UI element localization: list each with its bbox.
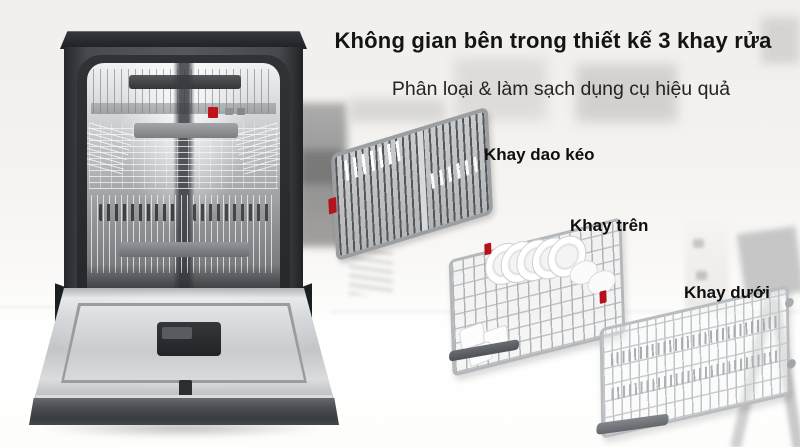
lower-tray-basket [596,284,796,440]
dishwasher-photo [0,0,360,447]
background-cup-blur-2 [696,271,707,280]
open-door-inner-panel [34,288,334,400]
label-cutlery-tray: Khay dao kéo [484,145,595,164]
door-front-edge [29,398,339,425]
rack-tag-1 [225,108,233,115]
upper-rack-handle [134,123,238,138]
cutlery-tray-red-clip [328,196,337,215]
dishwasher-top-panel [60,31,307,49]
lower-rack-handle [119,242,249,257]
lower-rack-tines-left [99,204,179,221]
detergent-dispenser [157,322,221,356]
headline-subtitle: Phân loại & làm sạch dụng cụ hiệu quả [391,78,731,100]
headline-title: Không gian bên trong thiết kế 3 khay rửa [334,28,772,53]
detergent-dispenser-lid [162,327,192,339]
label-lower-tray: Khay dưới [684,283,770,302]
lower-tray-wheel-1 [784,297,794,309]
background-cup-blur-1 [693,239,704,248]
dishwasher-interior [87,63,280,293]
red-clip-accent [208,107,218,118]
lower-tray-handle [596,413,669,435]
door-edge-highlight [36,395,332,398]
lower-tray-photo [586,284,800,440]
cutlery-spoons-row-2 [430,156,478,189]
cutlery-spoons-row-1 [344,138,406,182]
lower-rack-tines-right [193,204,269,221]
upper-tray-red-clip-1 [484,242,492,256]
cutlery-tray-divider [417,130,428,232]
lower-tray-wheel-2 [786,358,796,370]
label-upper-tray: Khay trên [570,216,649,235]
rack-tag-2 [237,108,245,115]
